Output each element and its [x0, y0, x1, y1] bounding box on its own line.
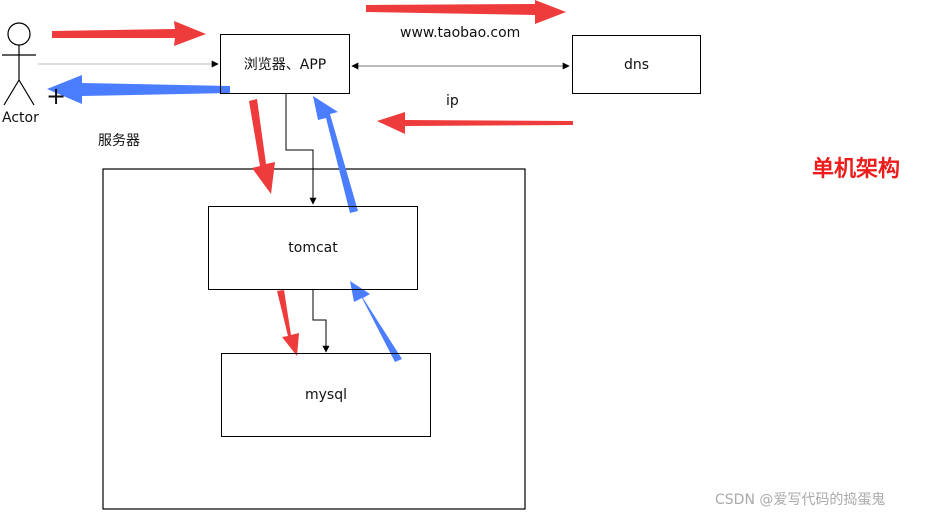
server-group-label: 服务器: [98, 133, 140, 149]
watermark: CSDN @爱写代码的捣蛋鬼: [715, 492, 886, 508]
blue-arrow-tomcat-to-browser: [313, 96, 358, 213]
dns-node-label: dns: [623, 56, 650, 73]
red-arrow-to-dns: [366, 0, 566, 24]
connector-lines: [38, 60, 570, 353]
actor-label: Actor: [2, 110, 39, 126]
browser-node-label: 浏览器、APP: [243, 57, 327, 73]
tomcat-node-label: tomcat: [288, 240, 338, 256]
response-ip-label: ip: [446, 93, 459, 109]
request-domain-label: www.taobao.com: [400, 25, 521, 41]
blue-arrows: [47, 75, 402, 362]
mysql-node-label: mysql: [305, 387, 347, 403]
red-arrow-tomcat-to-mysql: [277, 290, 299, 356]
red-arrow-browser-to-tomcat: [249, 99, 275, 194]
diagram-title: 单机架构: [812, 157, 901, 182]
blue-arrow-mysql-to-tomcat: [350, 281, 402, 362]
blue-arrow-browser-to-actor: [47, 75, 230, 104]
browser-to-tomcat-connector: [285, 93, 317, 205]
mysql-node: mysql: [221, 353, 431, 437]
plus-icon: +: [46, 82, 67, 110]
red-arrow-dns-response: [377, 112, 573, 134]
dns-node: dns: [572, 35, 701, 94]
actor-figure: [2, 22, 36, 106]
tomcat-node: tomcat: [208, 206, 418, 290]
red-arrow-actor-to-browser: [52, 21, 206, 46]
red-arrows: [52, 0, 573, 356]
server-group-box: [102, 168, 526, 510]
browser-node: 浏览器、APP: [220, 34, 350, 94]
tomcat-to-mysql-connector: [312, 289, 330, 353]
